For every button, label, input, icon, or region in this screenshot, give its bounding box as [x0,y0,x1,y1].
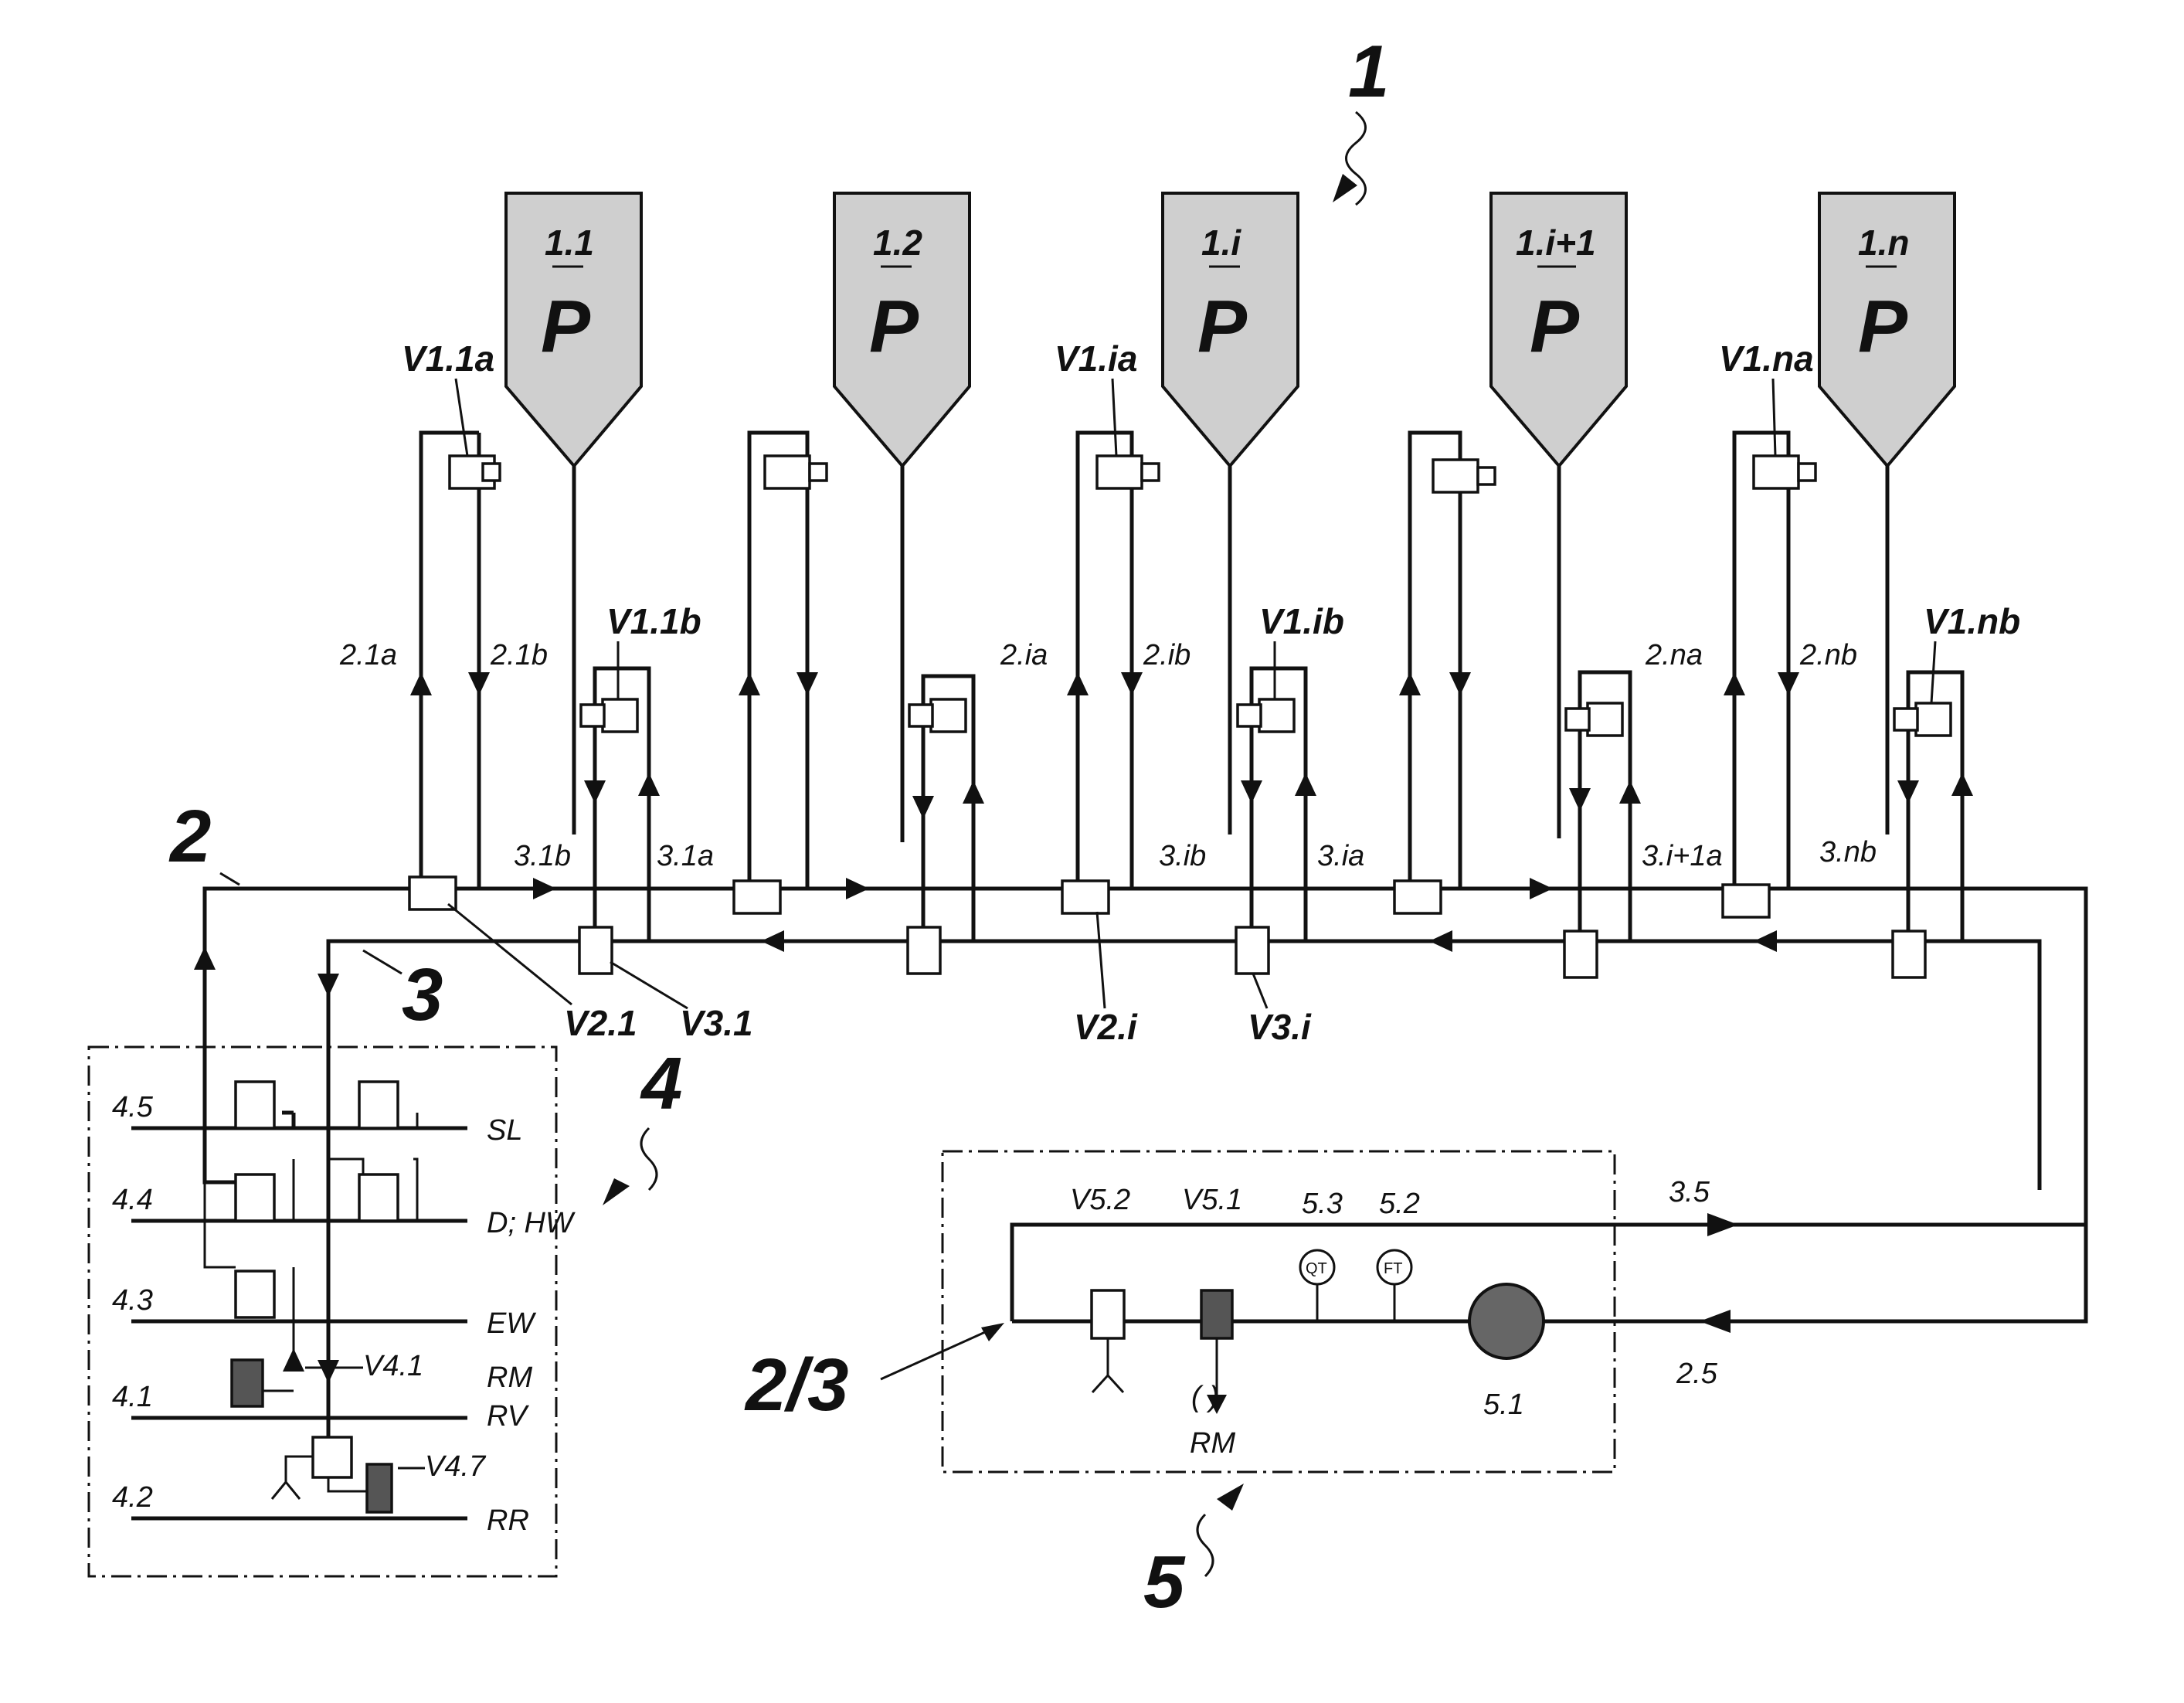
valve-v3-i1 [1564,931,1597,977]
svg-text:2.na: 2.na [1645,639,1703,671]
svg-text:3.ib: 3.ib [1159,840,1206,872]
silo-1-n-content: P [1858,285,1908,368]
svg-text:5: 5 [1143,1541,1186,1623]
svg-text:5.1: 5.1 [1483,1389,1524,1421]
valve-v2-2 [734,881,780,913]
silo-1-2-content: P [869,285,919,368]
svg-text:3.ia: 3.ia [1317,840,1364,872]
silo-1-i1: 1.i+1 P [1491,193,1626,838]
valve-v1-2b [931,699,966,732]
svg-text:V3.i: V3.i [1248,1007,1312,1047]
svg-text:4.4: 4.4 [112,1184,153,1216]
svg-text:2.5: 2.5 [1676,1358,1718,1390]
svg-text:3.1a: 3.1a [657,840,714,872]
valve-v1-nb [1916,703,1951,736]
svg-text:V5.2: V5.2 [1070,1184,1130,1216]
svg-text:D; HW: D; HW [487,1207,576,1239]
svg-text:3.5: 3.5 [1669,1176,1710,1208]
svg-text:RM: RM [487,1361,532,1394]
valve-v3-1 [579,927,612,974]
silo-1-i-content: P [1197,285,1248,368]
svg-text:2: 2 [168,795,211,878]
svg-text:V1.1a: V1.1a [402,338,494,379]
svg-text:V1.1b: V1.1b [606,601,701,641]
svg-text:V5.1: V5.1 [1182,1184,1242,1216]
svg-text:2.ia: 2.ia [1000,639,1048,671]
branch-valves [409,456,1951,977]
silo-1-i1-content: P [1530,285,1580,368]
valve-v4-7 [367,1464,392,1512]
svg-text:3.1b: 3.1b [514,840,571,872]
return-line-3 [318,930,2040,1190]
valve-v1-1b [603,699,637,732]
svg-text:4: 4 [640,1042,682,1125]
svg-text:V1.na: V1.na [1719,338,1814,379]
silo-1-1: 1.1 P [506,193,641,835]
unit-4: 4.5 4.4 4.3 4.1 4.2 SL D; HW EW RM RV RR… [89,1047,576,1576]
valve-v1-ia [1097,456,1142,488]
valve-v5-1 [1201,1290,1232,1338]
valve-v3-n [1893,931,1925,977]
svg-text:V1.nb: V1.nb [1924,601,2020,641]
svg-text:2.1a: 2.1a [339,639,397,671]
pump-5-1 [1469,1284,1544,1358]
silo-1-1-label: 1.1 [545,223,594,263]
valve-v5-2 [1092,1290,1124,1338]
svg-text:1: 1 [1348,30,1389,113]
svg-text:RR: RR [487,1504,529,1537]
svg-text:V3.1: V3.1 [680,1003,753,1043]
svg-text:SL: SL [487,1114,522,1147]
valve-v1-i1b [1588,703,1622,736]
svg-text:2.1b: 2.1b [490,639,548,671]
svg-text:RV: RV [487,1400,530,1433]
line-labels: 2.1a 2.1b 3.1b 3.1a 2.ia 2.ib 3.ib 3.ia … [339,639,1877,872]
svg-text:QT: QT [1306,1260,1327,1277]
svg-text:3.i+1a: 3.i+1a [1642,840,1723,872]
valve-v3-i [1236,927,1269,974]
silo-1-i: 1.i P [1163,193,1298,835]
svg-text:EW: EW [487,1307,536,1340]
svg-text:4.5: 4.5 [112,1091,154,1123]
svg-text:2.ib: 2.ib [1143,639,1191,671]
silo-1-i-label: 1.i [1201,223,1241,263]
valve-v1-2a [765,456,810,488]
valve-v2-i1 [1394,881,1441,913]
svg-text:4.2: 4.2 [112,1481,153,1514]
svg-text:V1.ib: V1.ib [1259,601,1344,641]
svg-text:V1.ia: V1.ia [1055,338,1137,379]
svg-text:4.3: 4.3 [112,1284,153,1317]
svg-text:FT: FT [1384,1260,1402,1277]
silo-1-1-content: P [541,285,591,368]
valve-v2-n [1723,885,1769,917]
supply-line-2 [194,878,2086,1225]
silo-1-2-label: 1.2 [873,223,922,263]
valve-v4-1 [232,1360,263,1406]
svg-text:V2.i: V2.i [1074,1007,1138,1047]
svg-text:( ): ( ) [1191,1381,1219,1413]
svg-text:5.2: 5.2 [1379,1188,1420,1220]
silo-1-2: 1.2 P [834,193,970,842]
silo-1-n: 1.n P [1819,193,1955,835]
svg-text:3: 3 [402,953,443,1036]
svg-text:V4.1: V4.1 [363,1350,423,1382]
svg-text:4.1: 4.1 [112,1381,153,1413]
silo-1-n-label: 1.n [1858,223,1909,263]
valve-v2-i [1062,881,1109,913]
valve-v1-i1a [1433,460,1478,492]
svg-text:3.nb: 3.nb [1819,836,1877,868]
svg-text:2.nb: 2.nb [1799,639,1857,671]
valve-v1-na [1754,456,1798,488]
valve-v3-2 [908,927,940,974]
svg-text:V2.1: V2.1 [564,1003,637,1043]
silo-1-i1-label: 1.i+1 [1516,223,1596,263]
svg-text:RM: RM [1190,1427,1235,1460]
svg-text:2/3: 2/3 [744,1344,848,1426]
svg-text:V4.7: V4.7 [425,1450,487,1483]
svg-text:5.3: 5.3 [1302,1188,1343,1220]
valve-v1-ib [1259,699,1294,732]
